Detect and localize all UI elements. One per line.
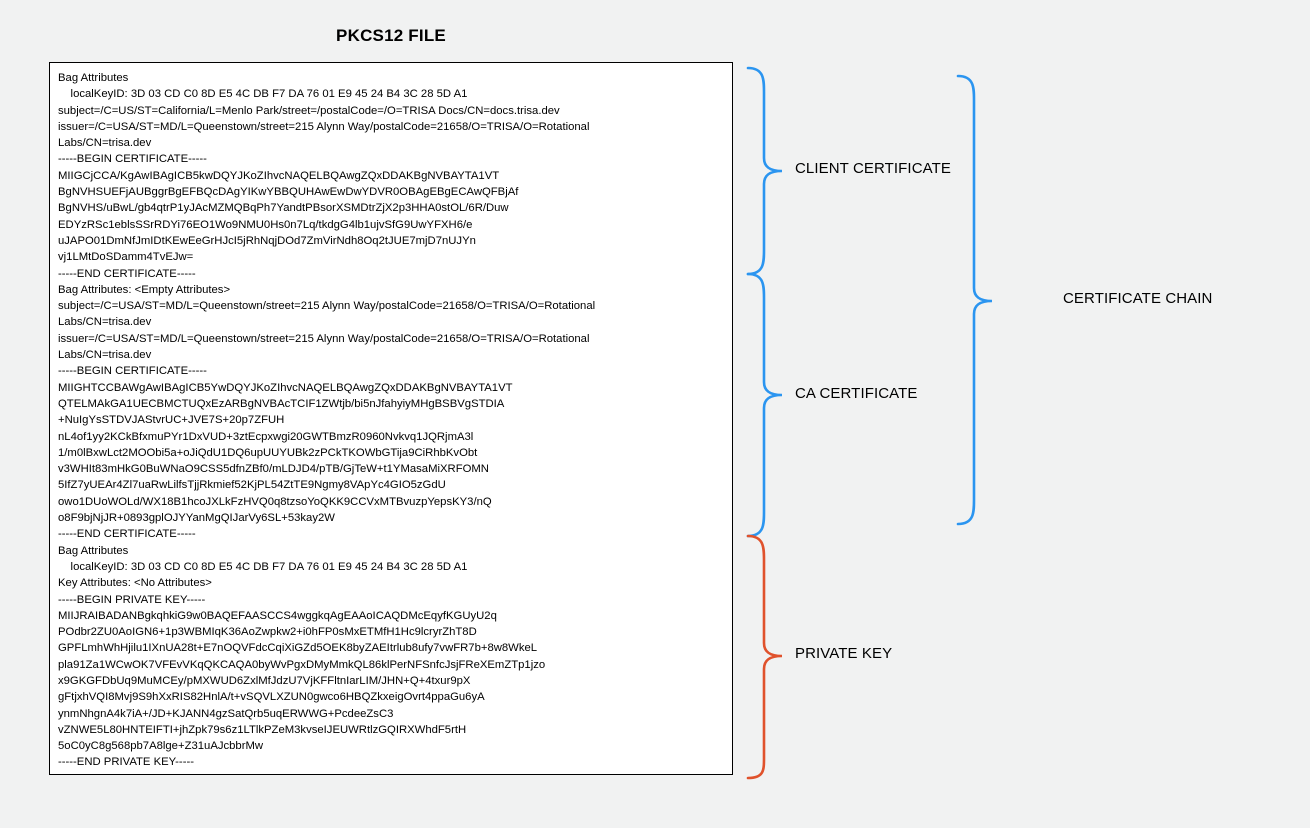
brace-private-key: [746, 534, 783, 780]
pkcs12-line: Key Attributes: <No Attributes>: [58, 577, 212, 590]
pkcs12-line: -----BEGIN PRIVATE KEY-----: [58, 593, 206, 606]
pkcs12-line: vZNWE5L80HNTEIFTI+jhZpk79s6z1LTlkPZeM3kv…: [58, 723, 467, 736]
pkcs12-line: nL4of1yy2KCkBfxmuPYr1DxVUD+3ztEcpxwgi20G…: [58, 430, 474, 443]
pkcs12-line: -----BEGIN CERTIFICATE-----: [58, 153, 207, 166]
pkcs12-line: QTELMAkGA1UECBMCTUQxEzARBgNVBAcTCIF1ZWtj…: [58, 397, 505, 410]
pkcs12-line: vj1LMtDoSDamm4TvEJw=: [58, 251, 194, 264]
pkcs12-line: gFtjxhVQI8Mvj9S9hXxRIS82HnlA/t+vSQVLXZUN…: [58, 691, 485, 704]
pkcs12-line: MIIGHTCCBAWgAwIBAgICB5YwDQYJKoZIhvcNAQEL…: [58, 381, 513, 394]
pkcs12-line: uJAPO01DmNfJmIDtKEwEeGrHJcI5jRhNqjDOd7Zm…: [58, 234, 476, 247]
brace-ca-certificate: [746, 272, 783, 538]
pkcs12-line: localKeyID: 3D 03 CD C0 8D E5 4C DB F7 D…: [58, 88, 468, 101]
pkcs12-line: Labs/CN=trisa.dev: [58, 316, 152, 329]
page-title: PKCS12 FILE: [336, 26, 446, 45]
pkcs12-line: localKeyID: 3D 03 CD C0 8D E5 4C DB F7 D…: [58, 560, 468, 573]
pkcs12-line: subject=/C=USA/ST=MD/L=Queenstown/street…: [58, 300, 596, 313]
pkcs12-line: 5IfZ7yUEAr4Zl7uaRwLilfsTjjRkmief52KjPL54…: [58, 479, 446, 492]
annotation-label-client-certificate: CLIENT CERTIFICATE: [795, 160, 951, 177]
pkcs12-line: EDYzRSc1eblsSSrRDYi76EO1Wo9NMU0Hs0n7Lq/t…: [58, 218, 473, 231]
pkcs12-line: ynmNhgnA4k7iA+/JD+KJANN4gzSatQrb5uqERWWG…: [58, 707, 394, 720]
pkcs12-line: v3WHIt83mHkG0BuWNaO9CSS5dfnZBf0/mLDJD4/p…: [58, 463, 489, 476]
pkcs12-line: BgNVHSUEFjAUBggrBgEFBQcDAgYIKwYBBQUHAwEw…: [58, 186, 519, 199]
pkcs12-line: pla91Za1WCwOK7VFEvVKqQKCAQA0byWvPgxDMyMm…: [58, 658, 546, 671]
annotation-label-certificate-chain: CERTIFICATE CHAIN: [1063, 290, 1213, 307]
pkcs12-line: GPFLmhWhHjilu1IXnUA28t+E7nOQVFdcCqiXiGZd…: [58, 642, 538, 655]
pkcs12-line: Bag Attributes: [58, 72, 129, 84]
pkcs12-line: subject=/C=US/ST=California/L=Menlo Park…: [58, 104, 560, 117]
pkcs12-file-box: Bag Attributes localKeyID: 3D 03 CD C0 8…: [49, 62, 733, 775]
pkcs12-line: BgNVHS/uBwL/gb4qtrP1yJAcMZMQBqPh7YandtPB…: [58, 202, 509, 215]
pkcs12-line: Labs/CN=trisa.dev: [58, 349, 152, 362]
brace-certificate-chain: [956, 74, 993, 526]
pkcs12-line: issuer=/C=USA/ST=MD/L=Queenstown/street=…: [58, 332, 590, 345]
pkcs12-line: issuer=/C=USA/ST=MD/L=Queenstown/street=…: [58, 120, 590, 133]
brace-client-certificate: [746, 66, 783, 276]
pkcs12-line: owo1DUoWOLd/WX18B1hcoJXLkFzHVQ0q8tzsoYoQ…: [58, 495, 492, 508]
pkcs12-line: +NuIgYsSTDVJAStvrUC+JVE7S+20p7ZFUH: [58, 414, 285, 427]
pkcs12-line: MIIGCjCCA/KgAwIBAgICB5kwDQYJKoZIhvcNAQEL…: [58, 169, 500, 182]
pkcs12-line: Labs/CN=trisa.dev: [58, 137, 152, 150]
pkcs12-line: -----END PRIVATE KEY-----: [58, 756, 194, 769]
pkcs12-line: MIIJRAIBADANBgkqhkiG9w0BAQEFAASCCS4wggkq…: [58, 609, 497, 622]
pkcs12-line: 5oC0yC8g568pb7A8lge+Z31uAJcbbrMw: [58, 740, 264, 753]
pkcs12-file-content: Bag Attributes localKeyID: 3D 03 CD C0 8…: [58, 70, 728, 771]
pkcs12-line: x9GKGFDbUq9MuMCEy/pMXWUD6ZxlMfJdzU7VjKFF…: [58, 674, 471, 687]
pkcs12-line: -----END CERTIFICATE-----: [58, 267, 196, 280]
annotation-label-private-key: PRIVATE KEY: [795, 645, 893, 662]
pkcs12-line: o8F9bjNjJR+0893gplOJYYanMgQIJarVy6SL+53k…: [58, 512, 335, 525]
pkcs12-line: Bag Attributes: [58, 544, 129, 557]
pkcs12-line: -----BEGIN CERTIFICATE-----: [58, 365, 207, 378]
pkcs12-line: -----END CERTIFICATE-----: [58, 528, 196, 541]
pkcs12-line: 1/m0lBxwLct2MOObi5a+oJiQdU1DQ6upUUYUBk2z…: [58, 446, 478, 459]
pkcs12-line: Bag Attributes: <Empty Attributes>: [58, 283, 231, 296]
pkcs12-line: POdbr2ZU0AoIGN6+1p3WBMIqK36AoZwpkw2+i0hF…: [58, 626, 477, 639]
annotation-label-ca-certificate: CA CERTIFICATE: [795, 385, 918, 402]
